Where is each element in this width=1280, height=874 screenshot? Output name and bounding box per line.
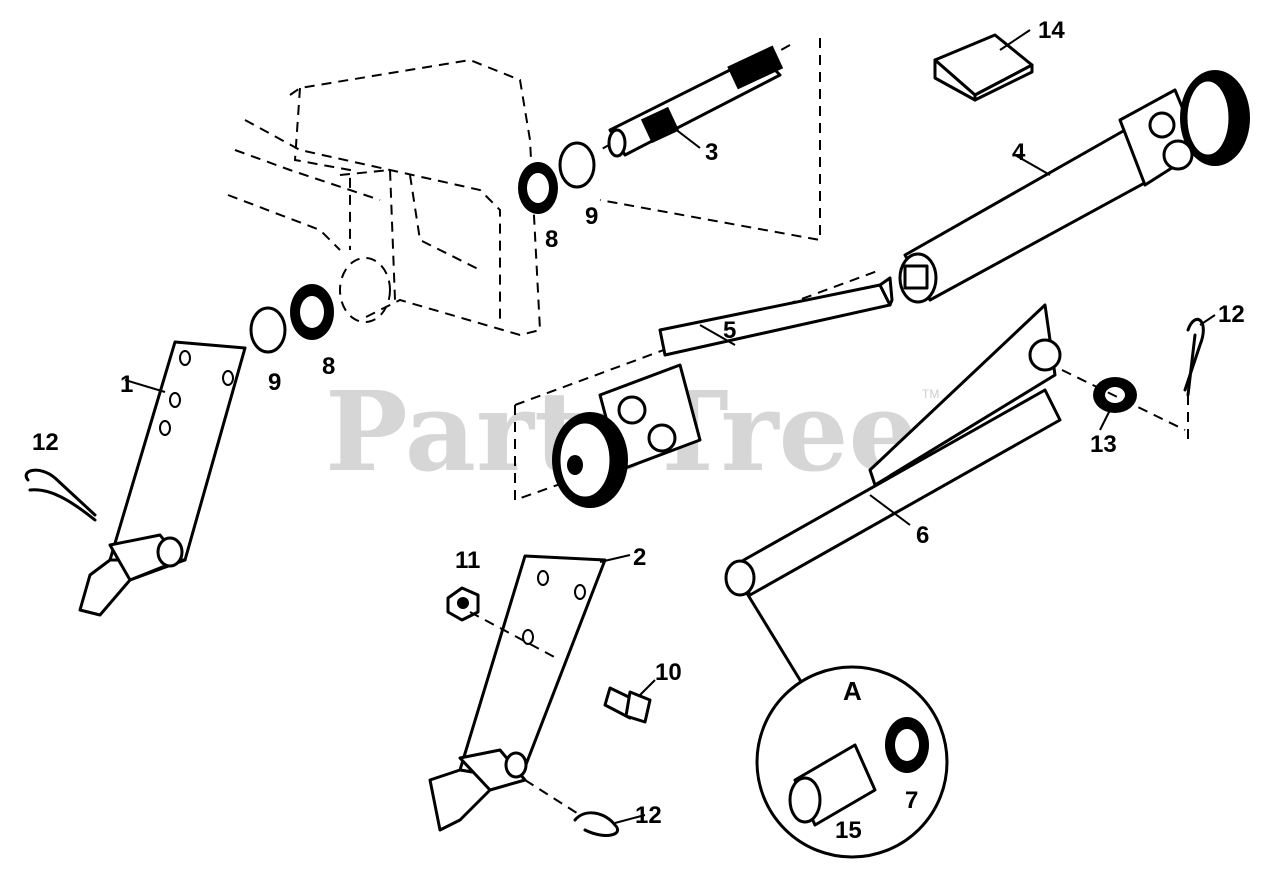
part-12-hairpin-clip-bottom[interactable]	[524, 779, 619, 837]
housing-outline	[227, 58, 542, 337]
callout-label-3: 3	[705, 139, 718, 166]
part-8-bearing-upper[interactable]	[518, 162, 558, 214]
callout-label-5: 5	[723, 317, 736, 344]
detail-view-a	[746, 593, 949, 859]
callout-leaders	[124, 29, 1216, 824]
part-9-snap-ring-upper[interactable]	[558, 141, 596, 189]
callout-label-14: 14	[1038, 17, 1065, 44]
callout-label-2: 2	[633, 544, 646, 571]
callout-label-9-upper: 9	[585, 203, 598, 230]
callout-label-13: 13	[1090, 431, 1117, 458]
callout-label-8-lower: 8	[322, 353, 335, 380]
callout-label-6: 6	[916, 522, 929, 549]
part-12-hairpin-clip-left[interactable]	[24, 468, 97, 522]
callout-label-9-lower: 9	[268, 369, 281, 396]
callout-label-10: 10	[655, 659, 682, 686]
part-5-square-shaft-u-joint[interactable]	[552, 276, 894, 508]
assembly-guide-line	[1061, 369, 1186, 431]
part-8-bearing-lower[interactable]	[290, 284, 334, 340]
part-11-nut[interactable]	[446, 586, 480, 622]
part-9-snap-ring-lower[interactable]	[249, 306, 287, 354]
callout-label-12-bottom: 12	[635, 802, 662, 829]
callout-label-4: 4	[1012, 139, 1026, 166]
callout-label-12-right: 12	[1218, 301, 1245, 328]
detail-view-label: A	[843, 676, 862, 706]
callout-label-11: 11	[455, 547, 480, 574]
callout-label-12-left: 12	[32, 429, 59, 456]
watermark-trademark: TM	[922, 387, 939, 401]
callout-label-1: 1	[120, 371, 133, 398]
part-3-splined-shaft[interactable]	[607, 45, 784, 158]
part-12-hairpin-clip-right[interactable]	[1183, 317, 1205, 440]
callout-label-15: 15	[835, 817, 862, 844]
assembly-guide-line	[469, 611, 561, 661]
part-6-rod-with-plate[interactable]	[724, 303, 1062, 597]
callout-label-8-upper: 8	[545, 226, 558, 253]
part-1-bracket[interactable]	[78, 340, 247, 617]
part-10-bolt[interactable]	[603, 686, 652, 724]
callout-label-7: 7	[905, 787, 918, 814]
part-4-tube-u-joint[interactable]	[898, 70, 1250, 304]
part-14-block[interactable]	[933, 33, 1034, 102]
callout-labels: 1 2 3 4 5 6 7 8 8 9 9 10 11 12 12 12 13 …	[32, 17, 1245, 844]
